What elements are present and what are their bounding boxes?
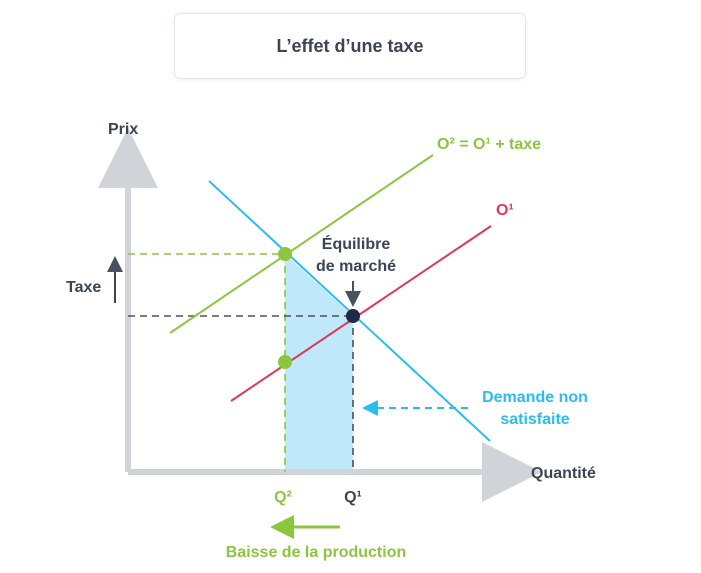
supply-curve-o2	[169, 154, 434, 334]
unsatisfied-demand-area	[285, 254, 353, 472]
page-title: L’effet d’une taxe	[174, 13, 526, 79]
q1-label: Q¹	[344, 489, 362, 506]
supply-curve-o1	[230, 225, 492, 402]
q2-label: Q²	[274, 489, 292, 506]
tax-label: Taxe	[66, 279, 101, 296]
equilibrium-label-line2: de marché	[316, 258, 396, 275]
demand-gap-label-line2: satisfaite	[500, 411, 569, 428]
demand-gap-label-line1: Demande non	[482, 389, 588, 406]
production-drop-label: Baisse de la production	[226, 544, 406, 561]
supply-tax-label: O² = O¹ + taxe	[437, 136, 541, 153]
equilibrium-label-line1: Équilibre	[322, 234, 391, 253]
y-axis-label: Prix	[108, 121, 138, 138]
market-equilibrium-point	[346, 309, 360, 323]
supply-label: O¹	[496, 202, 514, 219]
x-axis-label: Quantité	[531, 465, 596, 482]
producer-price-point	[278, 355, 292, 369]
taxed-equilibrium-point	[278, 247, 292, 261]
